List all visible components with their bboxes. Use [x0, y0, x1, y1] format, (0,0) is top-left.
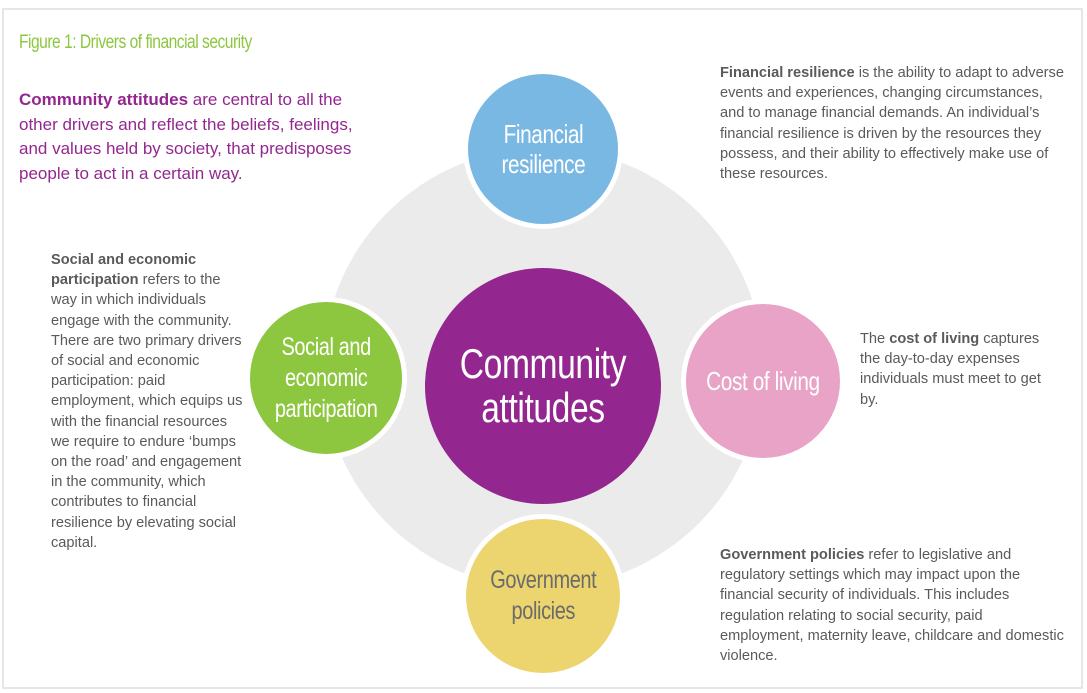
community-attitudes-description: Community attitudes are central to all t… [19, 88, 379, 186]
financial-resilience-circle: Financial resilience [463, 69, 623, 229]
government-policies-description: Government policies refer to legislative… [720, 545, 1065, 666]
cost-of-living-term: cost of living [889, 331, 980, 347]
financial-resilience-text: is the ability to adapt to adverse event… [720, 65, 1064, 183]
government-policies-label: Government policies [489, 566, 597, 625]
cost-of-living-description: The cost of living captures the day-to-d… [860, 329, 1050, 410]
government-policies-term: Government policies [720, 547, 865, 563]
figure-frame [2, 8, 1083, 689]
social-economic-circle: Social and economic participation [245, 297, 407, 459]
social-economic-term: Social and economic participation [51, 252, 197, 289]
cost-of-living-circle: Cost of living [681, 299, 845, 463]
cost-of-living-label: Cost of living [706, 366, 820, 396]
community-attitudes-term: Community attitudes [19, 90, 189, 109]
social-economic-label: Social and economic participation [274, 332, 378, 423]
community-attitudes-label: Community attitudes [459, 340, 627, 431]
social-economic-description: Social and economic participation refers… [51, 250, 246, 553]
social-economic-text: refers to the way in which individuals e… [51, 272, 243, 551]
government-policies-text: refer to legislative and regulatory sett… [720, 547, 1064, 665]
community-attitudes-text: are central to all the other drivers and… [19, 90, 353, 183]
government-policies-circle: Government policies [461, 514, 625, 678]
cost-of-living-text: captures the day-to-day expenses individ… [860, 331, 1041, 408]
cost-of-living-prefix: The [860, 331, 890, 347]
financial-resilience-term: Financial resilience [720, 65, 855, 81]
community-attitudes-circle: Community attitudes [425, 268, 661, 504]
figure-title: Figure 1: Drivers of financial security [19, 32, 252, 53]
financial-resilience-description: Financial resilience is the ability to a… [720, 63, 1070, 184]
financial-resilience-label: Financial resilience [501, 119, 585, 179]
